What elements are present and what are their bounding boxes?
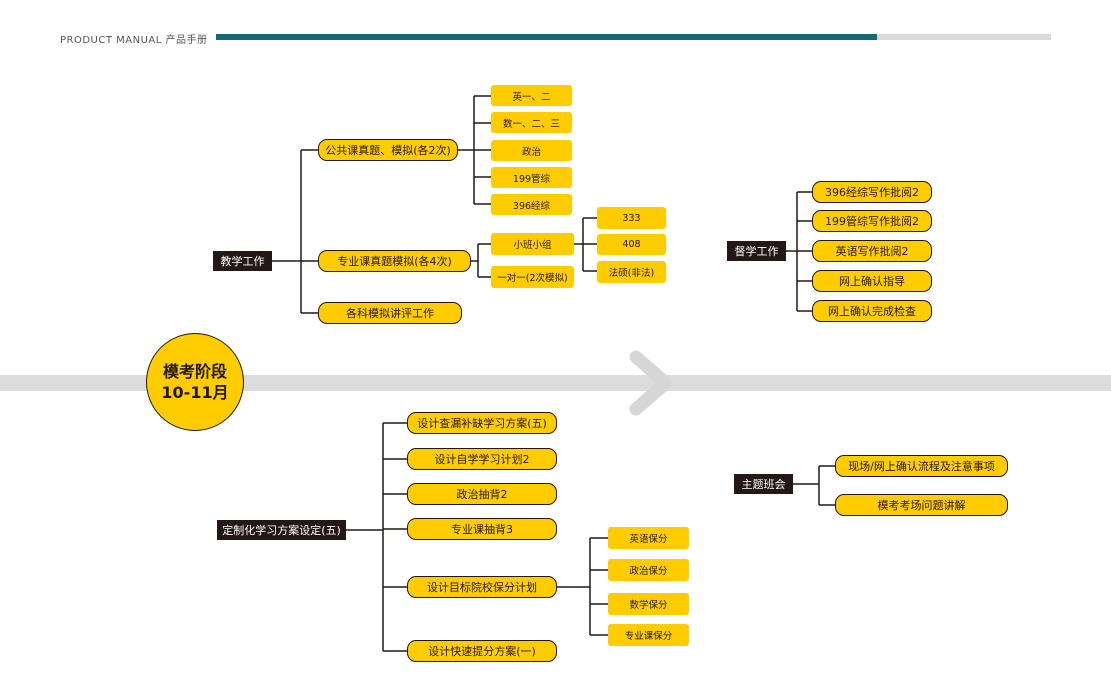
theme-meeting-root-node: 主题班会 — [734, 474, 793, 494]
bao-fen-math: 数学保分 — [608, 593, 689, 615]
plan-item-self-study: 设计自学学习计划2 — [407, 448, 557, 470]
timeline-arrow-icon — [629, 350, 673, 416]
small-class-item-law: 法硕(非法) — [597, 261, 666, 283]
public-item-396: 396经综 — [491, 194, 572, 215]
public-course-node: 公共课真题、模拟(各2次) — [318, 139, 458, 161]
small-class-item-408: 408 — [597, 234, 666, 255]
stage-period: 10-11月 — [161, 383, 229, 402]
small-class-item-333: 333 — [597, 207, 666, 229]
stage-circle: 模考阶段 10-11月 — [146, 333, 244, 431]
one-on-one-node: 一对一(2次模拟) — [491, 266, 574, 288]
supervision-item-english: 英语写作批阅2 — [812, 240, 932, 262]
public-item-english: 英一、二 — [491, 85, 572, 106]
bao-fen-politics: 政治保分 — [608, 559, 689, 581]
plan-item-quick-boost: 设计快速提分方案(一) — [407, 640, 557, 662]
timeline-band — [0, 375, 1111, 391]
custom-plan-root-node: 定制化学习方案设定(五) — [217, 520, 346, 540]
supervision-item-online-check: 网上确认完成检查 — [812, 300, 932, 322]
supervision-item-199: 199管综写作批阅2 — [812, 210, 932, 232]
mock-review-node: 各科模拟讲评工作 — [318, 302, 462, 324]
plan-item-target-school: 设计目标院校保分计划 — [407, 576, 557, 598]
supervision-root-node: 督学工作 — [727, 241, 786, 261]
plan-item-major-recite: 专业课抽背3 — [407, 518, 557, 540]
bao-fen-major: 专业课保分 — [608, 624, 689, 646]
meeting-item-exam-issues: 模考考场问题讲解 — [835, 494, 1008, 516]
supervision-item-online-guide: 网上确认指导 — [812, 270, 932, 292]
small-class-node: 小班小组 — [491, 233, 574, 255]
major-course-node: 专业课真题模拟(各4次) — [318, 250, 471, 272]
supervision-item-396: 396经综写作批阅2 — [812, 181, 932, 203]
plan-item-gap-fill: 设计查漏补缺学习方案(五) — [407, 412, 557, 434]
public-item-199: 199管综 — [491, 167, 572, 188]
stage-title: 模考阶段 — [162, 362, 227, 381]
header-accent-bar — [216, 34, 877, 40]
public-item-math: 数一、二、三 — [491, 112, 572, 133]
public-item-politics: 政治 — [491, 140, 572, 161]
header-title: PRODUCT MANUAL 产品手册 — [60, 35, 208, 46]
bao-fen-english: 英语保分 — [608, 527, 689, 549]
teaching-root-node: 教学工作 — [213, 251, 272, 271]
header-track-bar — [877, 34, 1051, 40]
meeting-item-confirm-process: 现场/网上确认流程及注意事项 — [835, 455, 1008, 477]
plan-item-politics-recite: 政治抽背2 — [407, 483, 557, 505]
